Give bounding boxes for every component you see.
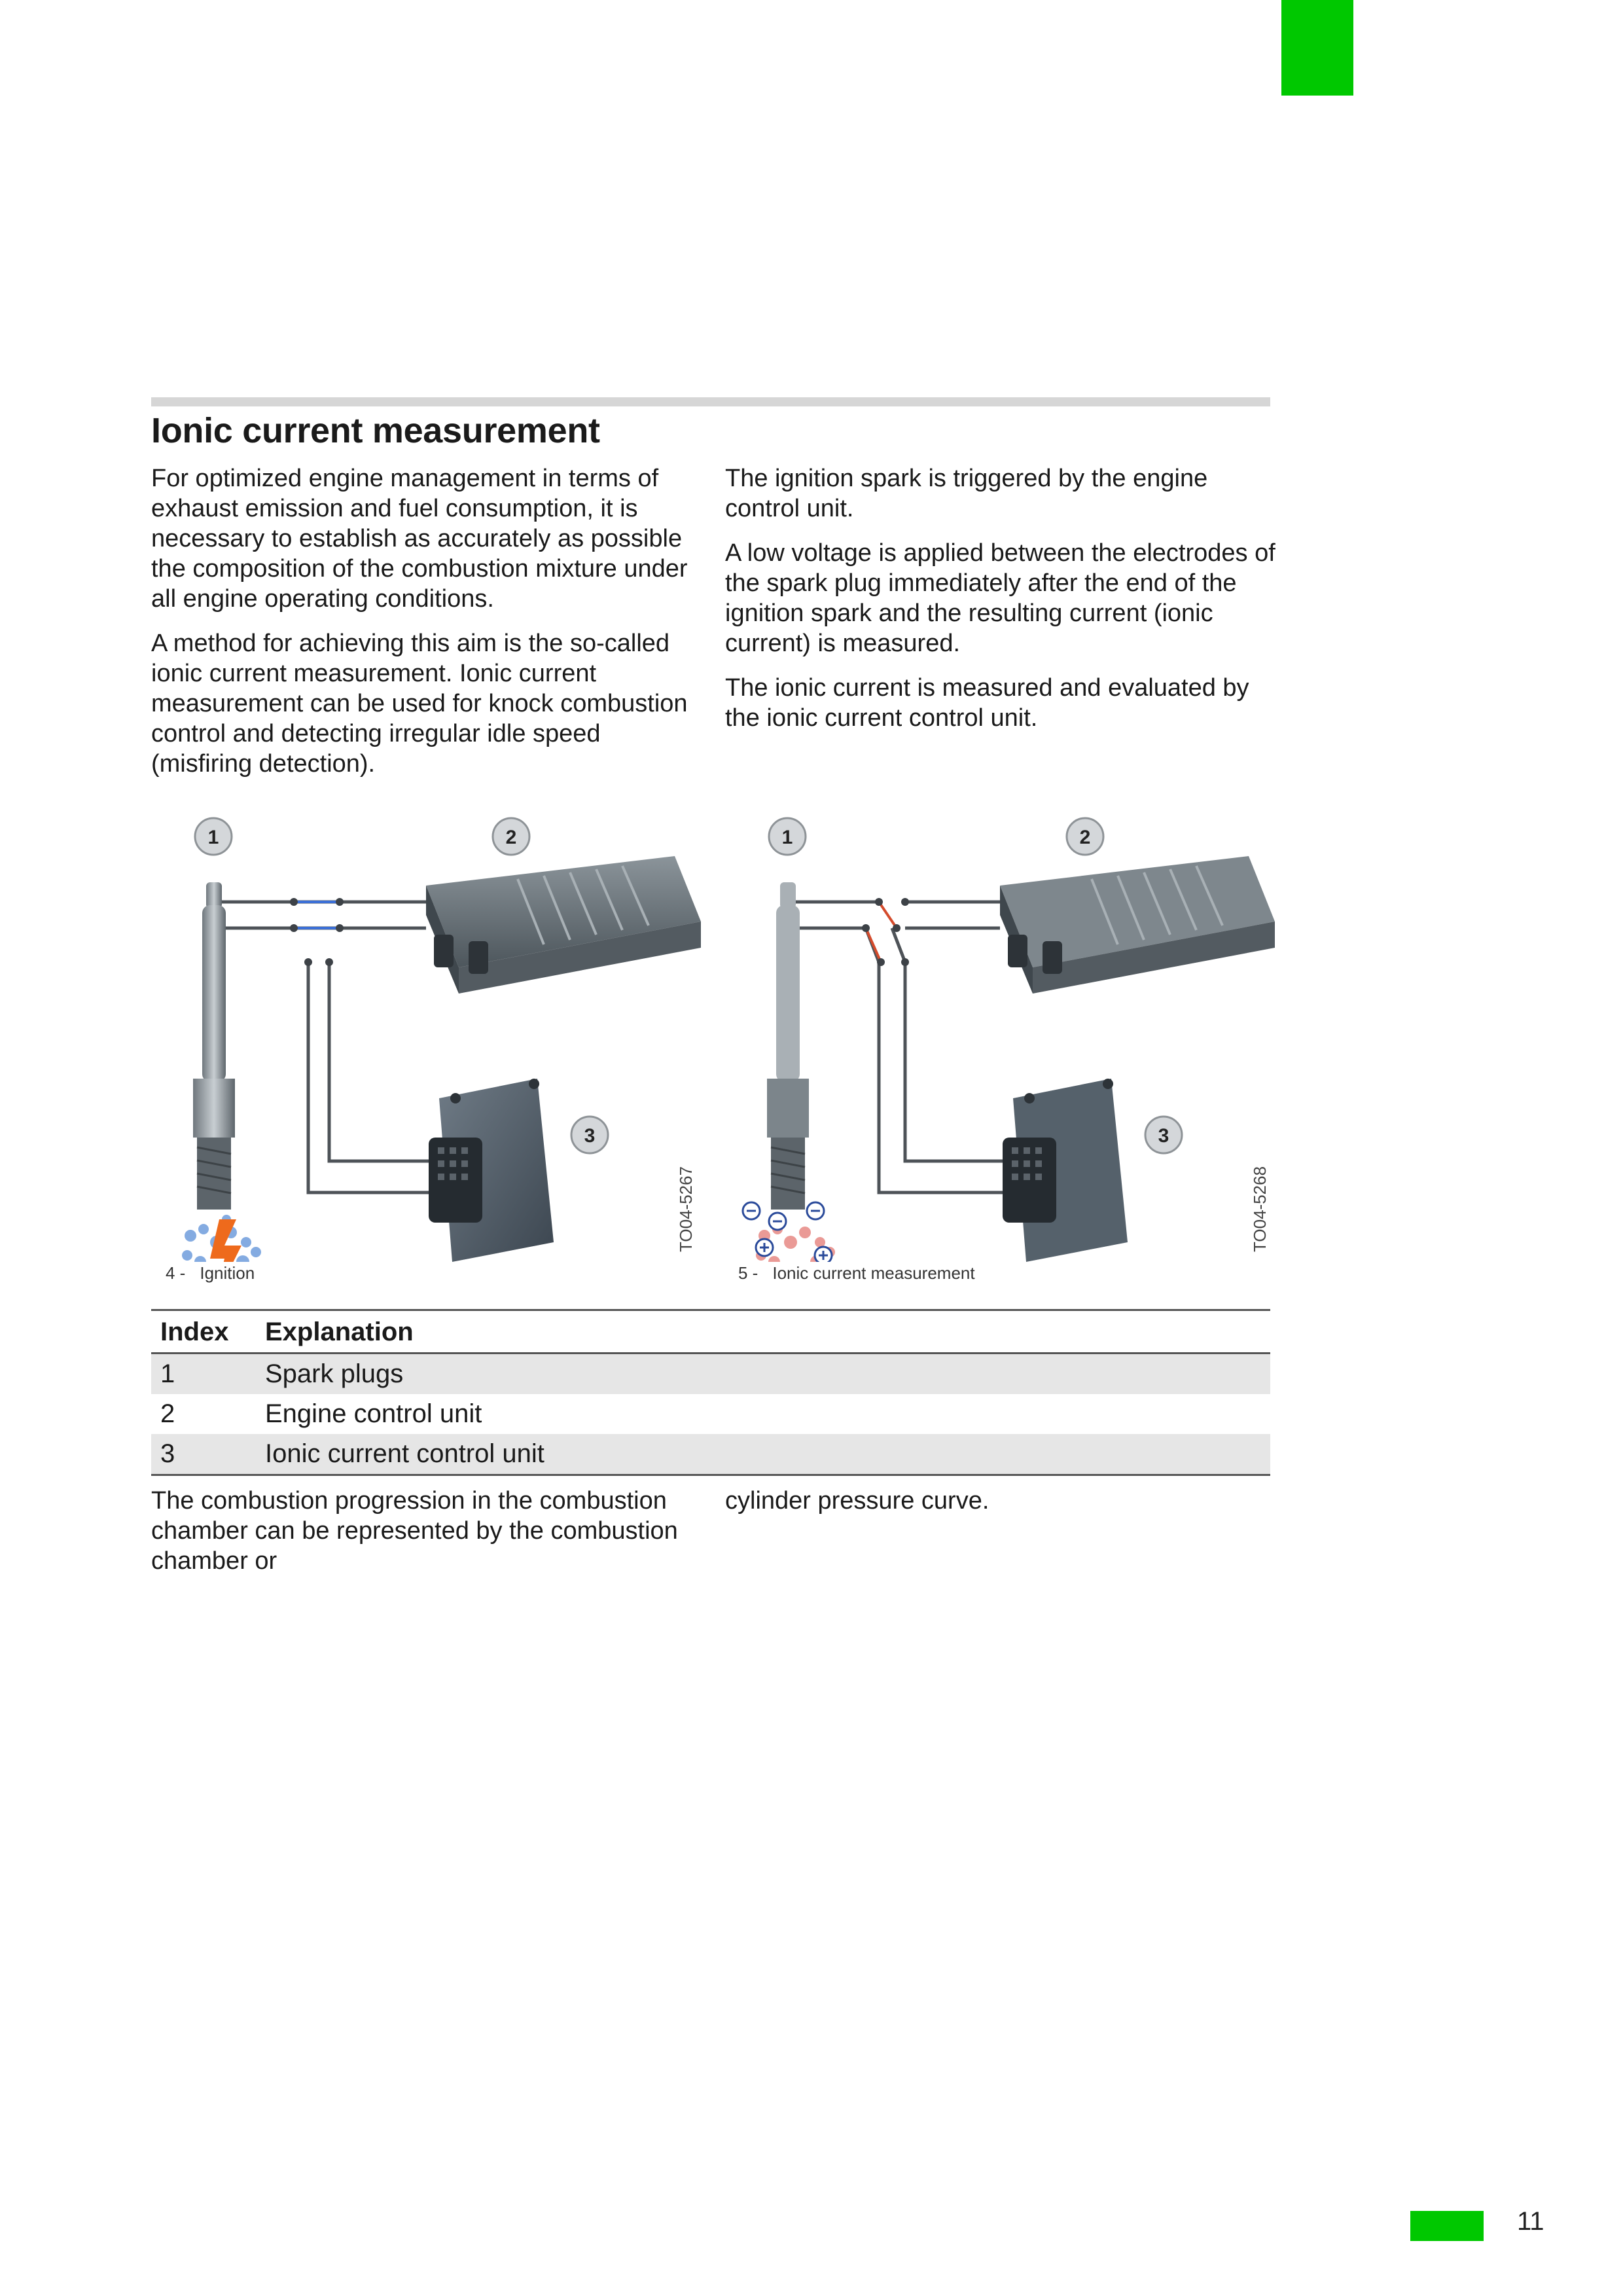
svg-text:3: 3 [584,1125,596,1147]
row-index: 2 [160,1399,175,1428]
spark-plug [193,882,235,1210]
after-table-left: The combustion progression in the combus… [151,1486,707,1576]
figure-code: TO04-5268 [1250,1166,1270,1252]
header-index: Index [160,1318,229,1346]
left-column: For optimized engine management in terms… [151,463,707,793]
engine-control-unit-image [1000,856,1275,994]
ionic-current-control-unit-image [1003,1079,1128,1262]
callout-2: 2 [491,817,531,856]
callout-3: 3 [1144,1115,1183,1155]
svg-text:3: 3 [1158,1125,1169,1147]
left-paragraph-2: A method for achieving this aim is the s… [151,630,688,778]
index-table: Index Explanation 1 Spark plugs 2 Engine… [151,1309,1270,1476]
charge-symbols [741,1201,833,1262]
row-explanation: Spark plugs [265,1359,404,1388]
figure-code: TO04-5267 [676,1166,696,1252]
ionic-current-diagram: 1 2 3 TO04-5268 [741,817,1275,1262]
table-row: 3 Ionic current control unit [151,1434,1270,1475]
header-explanation: Explanation [265,1318,414,1346]
row-explanation: Ionic current control unit [265,1439,544,1468]
caption-text: Ionic current measurement [772,1263,975,1283]
figure-ignition: 1 2 3 TO04-5267 [151,810,714,1262]
svg-text:1: 1 [782,827,793,848]
wiring [787,900,1016,1194]
ignition-diagram: 1 2 3 TO04-5267 [182,817,701,1262]
row-index: 1 [160,1359,175,1388]
engine-control-unit-image [426,856,701,994]
callout-3: 3 [570,1115,609,1155]
spark-bolt [210,1219,241,1262]
left-paragraph-1: For optimized engine management in terms… [151,465,688,613]
figure-caption-ionic-current: 5 - Ionic current measurement [738,1263,975,1283]
row-explanation: Engine control unit [265,1399,482,1428]
right-paragraph-3: The ionic current is measured and evalua… [725,674,1249,732]
page-number: 11 [1517,2207,1544,2236]
callout-1: 1 [194,817,233,856]
after-table-left-text: The combustion progression in the combus… [151,1487,678,1575]
wiring [213,900,442,1194]
figure-ionic-current: 1 2 3 TO04-5268 [725,810,1288,1262]
callout-1: 1 [768,817,807,856]
footer-marker [1410,2211,1484,2241]
table-row: 2 Engine control unit [151,1394,1270,1434]
section-rule [151,397,1270,406]
caption-number: 4 - [166,1263,186,1283]
right-paragraph-1: The ignition spark is triggered by the e… [725,465,1208,522]
table-row: 1 Spark plugs [151,1353,1270,1394]
row-index: 3 [160,1439,175,1468]
callout-2: 2 [1065,817,1105,856]
right-paragraph-2: A low voltage is applied between the ele… [725,539,1275,657]
after-table-right-text: cylinder pressure curve. [725,1487,990,1515]
caption-number: 5 - [738,1263,758,1283]
chapter-tab-marker [1281,0,1353,96]
svg-text:1: 1 [208,827,219,848]
right-column: The ignition spark is triggered by the e… [725,463,1281,747]
section-title: Ionic current measurement [151,411,600,450]
after-table-right: cylinder pressure curve. [725,1486,1281,1516]
caption-text: Ignition [200,1263,255,1283]
ionic-current-control-unit-image [429,1079,554,1262]
spark-plug [767,882,809,1210]
svg-text:2: 2 [1080,827,1091,848]
table-header-row: Index Explanation [151,1310,1270,1354]
figure-caption-ignition: 4 - Ignition [166,1263,255,1283]
svg-text:2: 2 [506,827,517,848]
